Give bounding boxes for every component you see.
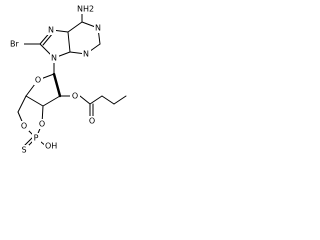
ester-oxygen-label: O <box>72 92 78 101</box>
ring-oxygen-label-bg <box>34 75 43 85</box>
n-pyrimidine-bottom-label: N <box>83 50 89 59</box>
bond-c4prime-c5prime <box>17 95 27 113</box>
n-pyrimidine-bottom-label-bg <box>82 49 91 59</box>
bond-c2prime-c1prime <box>52 72 62 98</box>
amino-group-label: NH2 <box>77 5 94 14</box>
carbonyl-oxygen-label: O <box>89 117 95 126</box>
bond-c3prime-c2prime <box>42 95 61 107</box>
bromo-atom-label: Br <box>10 40 19 49</box>
phosphorus-label: P <box>34 134 39 143</box>
atom-labels: NH2 Br N N N N O O O O O P S OH <box>9 4 103 155</box>
n-pyrimidine-top-label: N <box>95 24 101 33</box>
bridge-oxygen-top-label-bg <box>38 119 47 129</box>
ester-oxygen-label-bg <box>70 91 80 101</box>
phosphorus-label-bg <box>32 133 41 143</box>
hydroxyl-label-bg <box>44 141 58 151</box>
bond-c4prime-c3prime <box>25 95 44 107</box>
n-imidazole-label: N <box>48 26 54 35</box>
carbonyl-oxygen-label-bg <box>87 116 97 126</box>
bromo-label-bg <box>9 39 24 49</box>
bond-ester-o-carbonyl-c <box>79 95 91 105</box>
bridge-oxygen-bottom-label-bg <box>20 121 29 131</box>
hydroxyl-label: OH <box>45 142 57 151</box>
thio-label-bg <box>20 145 29 155</box>
bond-acyl-c3 <box>101 95 115 105</box>
amino-label-bg <box>76 4 98 14</box>
ring-oxygen-label: O <box>35 76 41 85</box>
thio-sulfur-label: S <box>21 146 26 155</box>
bridge-oxygen-bottom-label: O <box>21 122 27 131</box>
chemical-structure-diagram: NH2 Br N N N N O O O O O P S OH <box>9 4 127 155</box>
n-imidazole-label-bg <box>47 25 56 35</box>
bond-acyl-c2 <box>89 95 103 105</box>
n9-atom-label: N <box>51 54 57 63</box>
bond-acyl-c4 <box>113 95 127 105</box>
n-pyrimidine-top-label-bg <box>94 23 103 33</box>
n9-label-bg <box>50 53 59 63</box>
bridge-oxygen-top-label: O <box>39 120 45 129</box>
bond-c5-c6 <box>67 21 83 33</box>
bond-c5-c4 <box>67 31 71 53</box>
